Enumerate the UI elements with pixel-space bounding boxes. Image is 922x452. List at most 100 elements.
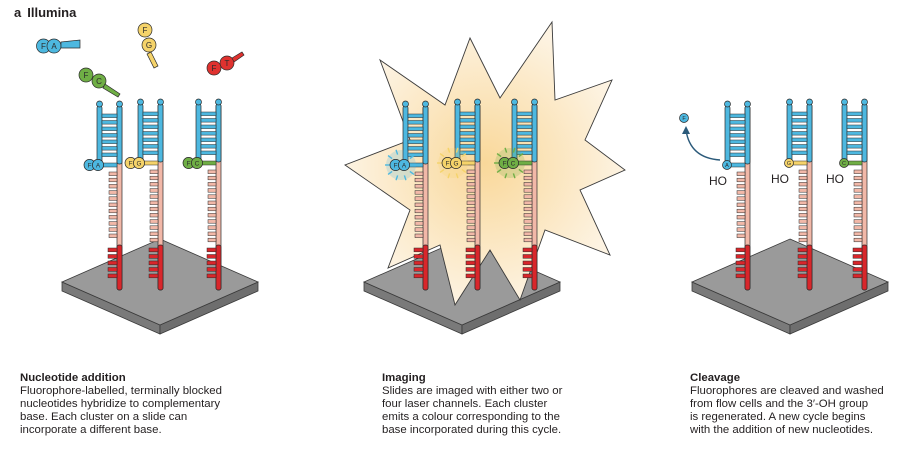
base-pair [516, 150, 533, 155]
cleaved-base-label: A [725, 163, 729, 169]
primer-strand [786, 103, 793, 163]
template-base [523, 237, 533, 243]
strand-cap [157, 98, 164, 106]
template-base [466, 169, 476, 174]
base-pair [729, 152, 746, 157]
base-circle [507, 157, 519, 169]
template-strand-top [474, 103, 481, 163]
base-label: A [402, 162, 407, 169]
caption-nucleotide-addition: Nucleotide addition Fluorophore-labelled… [20, 372, 280, 437]
fluorophore [206, 60, 222, 76]
template-base [108, 202, 118, 207]
template-base [414, 190, 424, 195]
anchor-base [735, 267, 746, 272]
base-pair [516, 137, 533, 142]
primer-strand [195, 103, 202, 163]
template-base [108, 227, 118, 232]
base-pair [729, 120, 746, 125]
primer-strand [724, 105, 731, 165]
base-pair [200, 137, 217, 142]
emission-ray [439, 168, 445, 173]
template-base [853, 206, 863, 212]
cleaved-base [722, 160, 732, 170]
template-base [207, 237, 217, 243]
base-circle [133, 157, 145, 169]
fluorophore-label: F [187, 160, 191, 167]
template-base [414, 215, 424, 220]
template-strand-anchor [215, 244, 222, 291]
base-pair [516, 118, 533, 123]
template-base [523, 213, 533, 218]
emission-ray [403, 175, 407, 181]
template-base [523, 188, 533, 193]
caption-line: four laser channels. Each cluster [382, 398, 548, 411]
emission-ray [447, 173, 451, 179]
base-pair [846, 118, 863, 123]
template-base [523, 206, 533, 212]
template-base [853, 219, 863, 224]
emission-ray [387, 170, 393, 175]
template-base [466, 182, 476, 187]
template-base [414, 177, 424, 183]
caption-line: base incorporated during this cycle. [382, 424, 562, 437]
base-pair [791, 150, 808, 155]
base-pair [142, 111, 159, 116]
base-pair [729, 139, 746, 144]
flow-cell-slide [691, 238, 889, 335]
anchor-base [107, 267, 118, 272]
template-base [149, 194, 159, 199]
anchor-base [522, 247, 533, 253]
template-strand-anchor [116, 244, 123, 291]
base-pair [516, 124, 533, 129]
template-base [414, 171, 424, 176]
template-base [736, 196, 746, 201]
anchor-base [206, 267, 217, 272]
template-base [466, 206, 476, 212]
base-pair [846, 137, 863, 142]
emission-ray [387, 155, 393, 160]
anchor-base [852, 260, 863, 266]
strand-cap [116, 100, 123, 108]
template-base [207, 194, 217, 199]
template-base [414, 221, 424, 226]
caption-line: incorporate a different base. [20, 424, 162, 437]
base-label: A [96, 162, 101, 169]
emission-ray [496, 168, 502, 173]
panel-letter: a [14, 5, 22, 20]
template-base [466, 225, 476, 230]
template-base [207, 225, 217, 230]
template-base [108, 184, 118, 189]
strand-cap [402, 100, 409, 108]
template-base [798, 182, 808, 187]
strand-cap [215, 98, 222, 106]
fluorophore-label: F [41, 42, 46, 51]
template-base [466, 188, 476, 193]
template-base [523, 225, 533, 230]
template-base [736, 215, 746, 220]
anchor-base [148, 267, 159, 272]
emission-ray [504, 147, 508, 153]
fluorophore-label: F [143, 26, 148, 35]
anchor-base [852, 267, 863, 272]
base-label: G [136, 160, 141, 167]
base-pair [407, 113, 424, 118]
base-pair [459, 131, 476, 136]
emission-ray [395, 175, 399, 181]
anchor-base [107, 260, 118, 266]
released-fluorophore: F [679, 113, 721, 161]
template-base [466, 237, 476, 243]
strand-cap [137, 98, 144, 106]
anchor-base [148, 273, 159, 279]
fluorophore [78, 67, 94, 83]
template-base [798, 194, 808, 199]
template-base [207, 231, 217, 236]
template-strand-anchor [531, 244, 538, 291]
template-base [414, 208, 424, 214]
